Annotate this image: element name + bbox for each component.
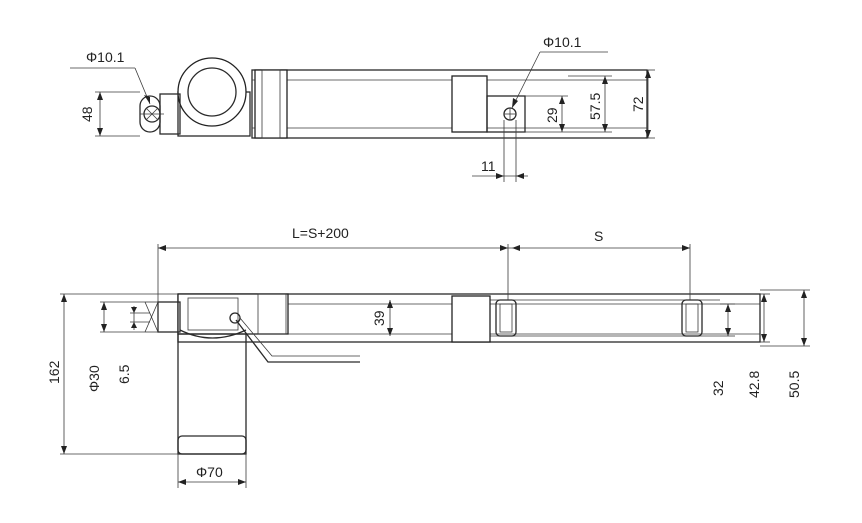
- dim-48: 48: [79, 106, 95, 122]
- dim-phi70: Φ70: [196, 464, 223, 480]
- phi-label-right: Φ10.1: [543, 34, 582, 50]
- dim-162: 162: [46, 360, 62, 384]
- top-view: Φ10.1 48 Φ10.1 29 57.5 72: [70, 34, 655, 182]
- dim-72: 72: [630, 96, 646, 112]
- dim-42-8: 42.8: [746, 371, 762, 398]
- dim-50-5: 50.5: [786, 371, 802, 398]
- dim-32: 32: [710, 380, 726, 396]
- dim-stroke: S: [594, 228, 603, 244]
- side-view: L=S+200 S 39 162 Φ30 6.5: [46, 225, 810, 488]
- dim-57-5: 57.5: [587, 93, 603, 120]
- dim-11: 11: [481, 158, 496, 174]
- dim-29: 29: [544, 107, 560, 123]
- dim-length: L=S+200: [292, 225, 349, 241]
- phi-label-left: Φ10.1: [86, 49, 125, 65]
- motor-circle-inner: [187, 67, 237, 117]
- dim-phi30: Φ30: [86, 365, 102, 392]
- dim-6-5: 6.5: [116, 364, 132, 384]
- dim-39: 39: [371, 310, 387, 326]
